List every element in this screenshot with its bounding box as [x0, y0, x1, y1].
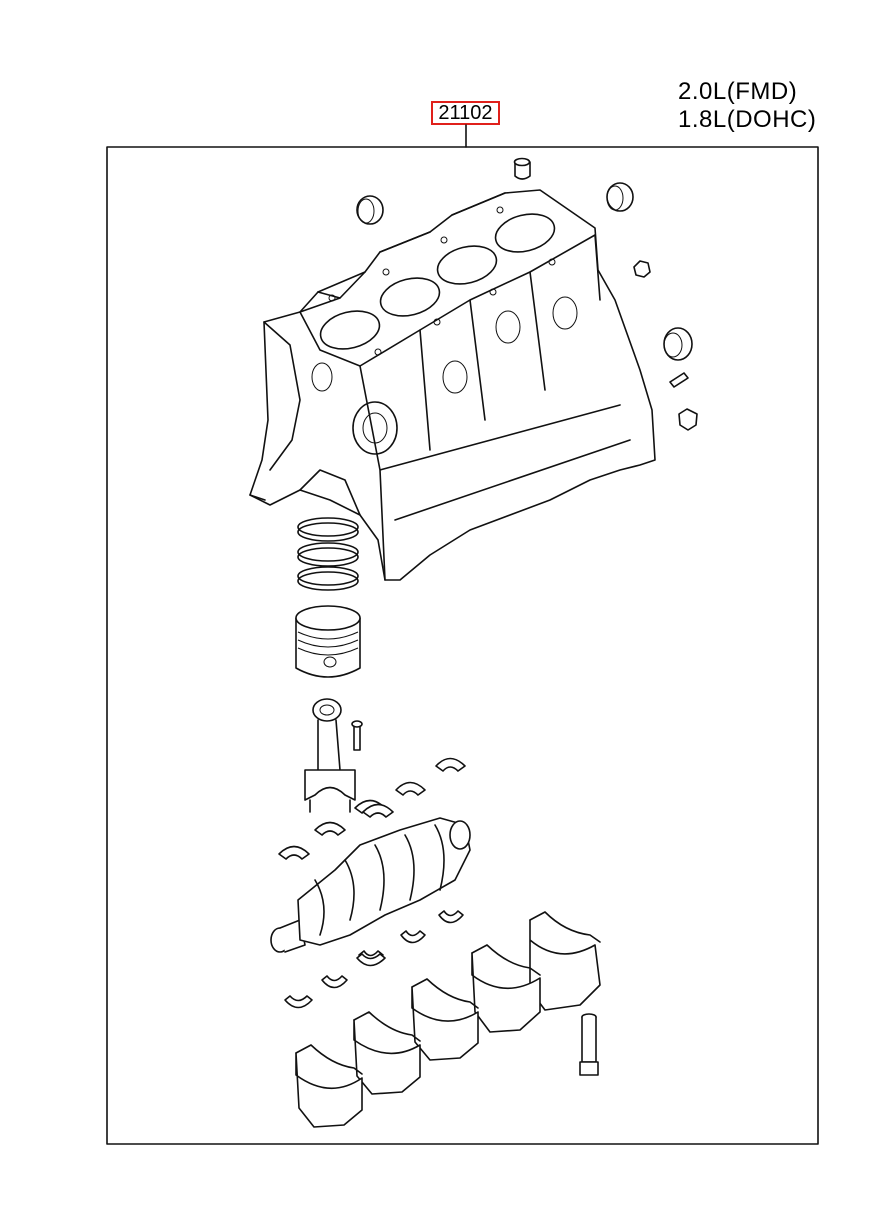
- small-pin-right: [669, 372, 689, 388]
- bearing-shell-set-upper: [278, 757, 466, 860]
- main-cap-bolt: [579, 1013, 599, 1076]
- oil-seal-right: [663, 327, 693, 361]
- expansion-plug-right: [606, 182, 634, 212]
- bearing-shell-set-lower: [284, 910, 464, 1009]
- main-bearing-cap-3: [411, 978, 479, 1061]
- bushing-right: [678, 408, 698, 431]
- cylinder-block: [249, 189, 656, 581]
- engine-spec-line-1: 2.0L(FMD): [678, 78, 798, 105]
- engine-spec-line-2: 1.8L(DOHC): [678, 106, 817, 133]
- expansion-plug-left: [356, 195, 384, 225]
- main-bearing-cap-4: [353, 1011, 421, 1095]
- plug-bolt-right: [633, 260, 651, 278]
- main-bearing-cap-1: [529, 911, 601, 1011]
- main-bearing-cap-5: [295, 1044, 363, 1128]
- dowel-pin-top: [513, 157, 531, 180]
- connecting-rod: [304, 698, 356, 813]
- rod-bolt: [351, 720, 363, 751]
- piston-ring-set: [297, 517, 359, 591]
- assembly-frame: [106, 146, 819, 1145]
- crankshaft: [270, 817, 471, 953]
- main-bearing-cap-2: [471, 944, 541, 1033]
- part-number-label[interactable]: 21102: [431, 101, 500, 125]
- piston: [295, 605, 361, 678]
